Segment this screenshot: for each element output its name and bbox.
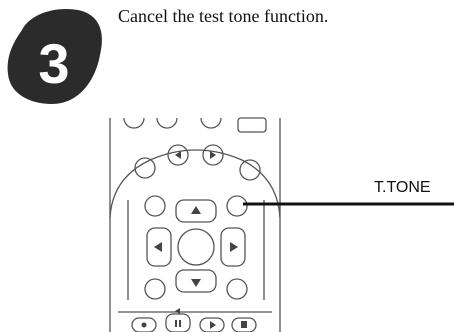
step-number: 3 bbox=[38, 32, 69, 95]
side-button-right bbox=[239, 159, 261, 181]
top-button-3 bbox=[200, 117, 222, 129]
step-badge-shape bbox=[7, 8, 102, 104]
step-badge: 3 bbox=[7, 8, 102, 104]
skip-forward-button bbox=[202, 144, 224, 166]
dpad-up-button bbox=[175, 199, 217, 223]
left-arrow-icon bbox=[154, 242, 162, 252]
right-arrow-icon bbox=[230, 242, 238, 252]
step-instruction: Cancel the test tone function. bbox=[118, 6, 329, 26]
corner-button-bottom-right bbox=[226, 278, 248, 300]
top-button-4 bbox=[237, 117, 267, 133]
stop-icon bbox=[241, 321, 247, 328]
skip-forward-icon bbox=[210, 151, 216, 159]
play-button bbox=[199, 317, 225, 332]
dpad-down-button bbox=[175, 269, 217, 293]
top-button-1 bbox=[123, 117, 145, 129]
t-tone-callout-label: T.TONE bbox=[374, 179, 431, 196]
remote-body-outline bbox=[109, 118, 281, 332]
pause-marker-icon bbox=[175, 308, 180, 314]
dpad-right-button bbox=[220, 227, 246, 267]
record-icon bbox=[141, 322, 147, 328]
skip-back-button bbox=[167, 144, 189, 166]
corner-button-top-left bbox=[144, 195, 166, 217]
nav-arc bbox=[109, 149, 281, 219]
top-button-2 bbox=[156, 117, 178, 129]
corner-button-bottom-left bbox=[144, 278, 166, 300]
pause-icon-bar-1 bbox=[175, 320, 177, 327]
side-button-left bbox=[134, 157, 156, 179]
down-arrow-icon bbox=[191, 279, 201, 287]
up-arrow-icon bbox=[191, 206, 201, 214]
skip-back-icon bbox=[175, 151, 181, 159]
play-icon bbox=[210, 321, 216, 329]
t-tone-button bbox=[226, 195, 248, 217]
dpad-left-button bbox=[146, 227, 172, 267]
stop-button bbox=[231, 317, 257, 332]
record-button bbox=[131, 317, 157, 332]
pause-button bbox=[165, 313, 191, 332]
dpad-enter-button bbox=[177, 228, 215, 266]
pause-icon-bar-2 bbox=[179, 320, 181, 327]
